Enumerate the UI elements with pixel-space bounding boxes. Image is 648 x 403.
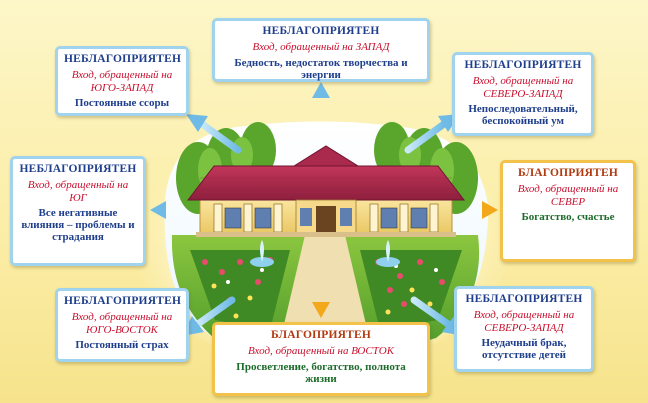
status-label: НЕБЛАГОПРИЯТЕН [262, 25, 380, 37]
arrow-north [464, 201, 498, 219]
box-northwest-lower-entrance: НЕБЛАГОПРИЯТЕН Вход, обращенный на СЕВЕР… [454, 286, 594, 372]
box-south-entrance: НЕБЛАГОПРИЯТЕН Вход, обращенный на ЮГ Вс… [10, 156, 146, 266]
entry-direction: Вход, обращенный на СЕВЕРО-ЗАПАД [473, 309, 575, 334]
effect-description: Неудачный брак, отсутствие детей [481, 337, 567, 361]
status-label: НЕБЛАГОПРИЯТЕН [465, 293, 583, 305]
effect-description: Просветление, богатство, полнота жизни [236, 360, 406, 385]
entry-direction: Вход, обращенный на ЮГО-ЗАПАД [71, 69, 173, 94]
entry-direction: Вход, обращенный на СЕВЕРО-ЗАПАД [472, 75, 574, 100]
box-west-entrance: НЕБЛАГОПРИЯТЕН Вход, обращенный на ЗАПАД… [212, 18, 430, 82]
status-label: НЕБЛАГОПРИЯТЕН [464, 59, 582, 71]
effect-description: Все негативные влияния – проблемы и стра… [21, 207, 135, 243]
arrow-west [312, 82, 330, 136]
effect-description: Бедность, недостаток творчества и энерги… [234, 56, 408, 81]
box-southeast-entrance: НЕБЛАГОПРИЯТЕН Вход, обращенный на ЮГО-В… [55, 288, 189, 362]
status-label: НЕБЛАГОПРИЯТЕН [64, 295, 182, 307]
status-label: НЕБЛАГОПРИЯТЕН [19, 163, 137, 175]
entry-direction: Вход, обращенный на ЮГ [27, 179, 129, 204]
entry-direction: Вход, обращенный на ЗАПАД [252, 41, 390, 53]
effect-description: Богатство, счастье [521, 211, 615, 223]
box-east-entrance: БЛАГОПРИЯТЕН Вход, обращенный на ВОСТОК … [212, 322, 430, 396]
effect-description: Непоследовательный, беспокойный ум [468, 103, 578, 127]
status-label: НЕБЛАГОПРИЯТЕН [64, 53, 182, 65]
house [186, 145, 466, 237]
entry-direction: Вход, обращенный на ЮГО-ВОСТОК [71, 311, 173, 336]
effect-description: Постоянный страх [75, 339, 169, 351]
box-southwest-entrance: НЕБЛАГОПРИЯТЕН Вход, обращенный на ЮГО-З… [55, 46, 189, 116]
entry-direction: Вход, обращенный на СЕВЕР [517, 183, 619, 208]
arrow-south [150, 201, 190, 219]
entry-direction: Вход, обращенный на ВОСТОК [247, 345, 395, 357]
arrow-southwest [186, 114, 242, 154]
box-northwest-entrance: НЕБЛАГОПРИЯТЕН Вход, обращенный на СЕВЕР… [452, 52, 594, 136]
arrows [150, 82, 498, 336]
status-label: БЛАГОПРИЯТЕН [270, 329, 372, 341]
arrow-east [312, 278, 330, 318]
effect-description: Постоянные ссоры [74, 97, 170, 109]
status-label: БЛАГОПРИЯТЕН [517, 167, 619, 179]
box-north-entrance: БЛАГОПРИЯТЕН Вход, обращенный на СЕВЕР Б… [500, 160, 636, 262]
